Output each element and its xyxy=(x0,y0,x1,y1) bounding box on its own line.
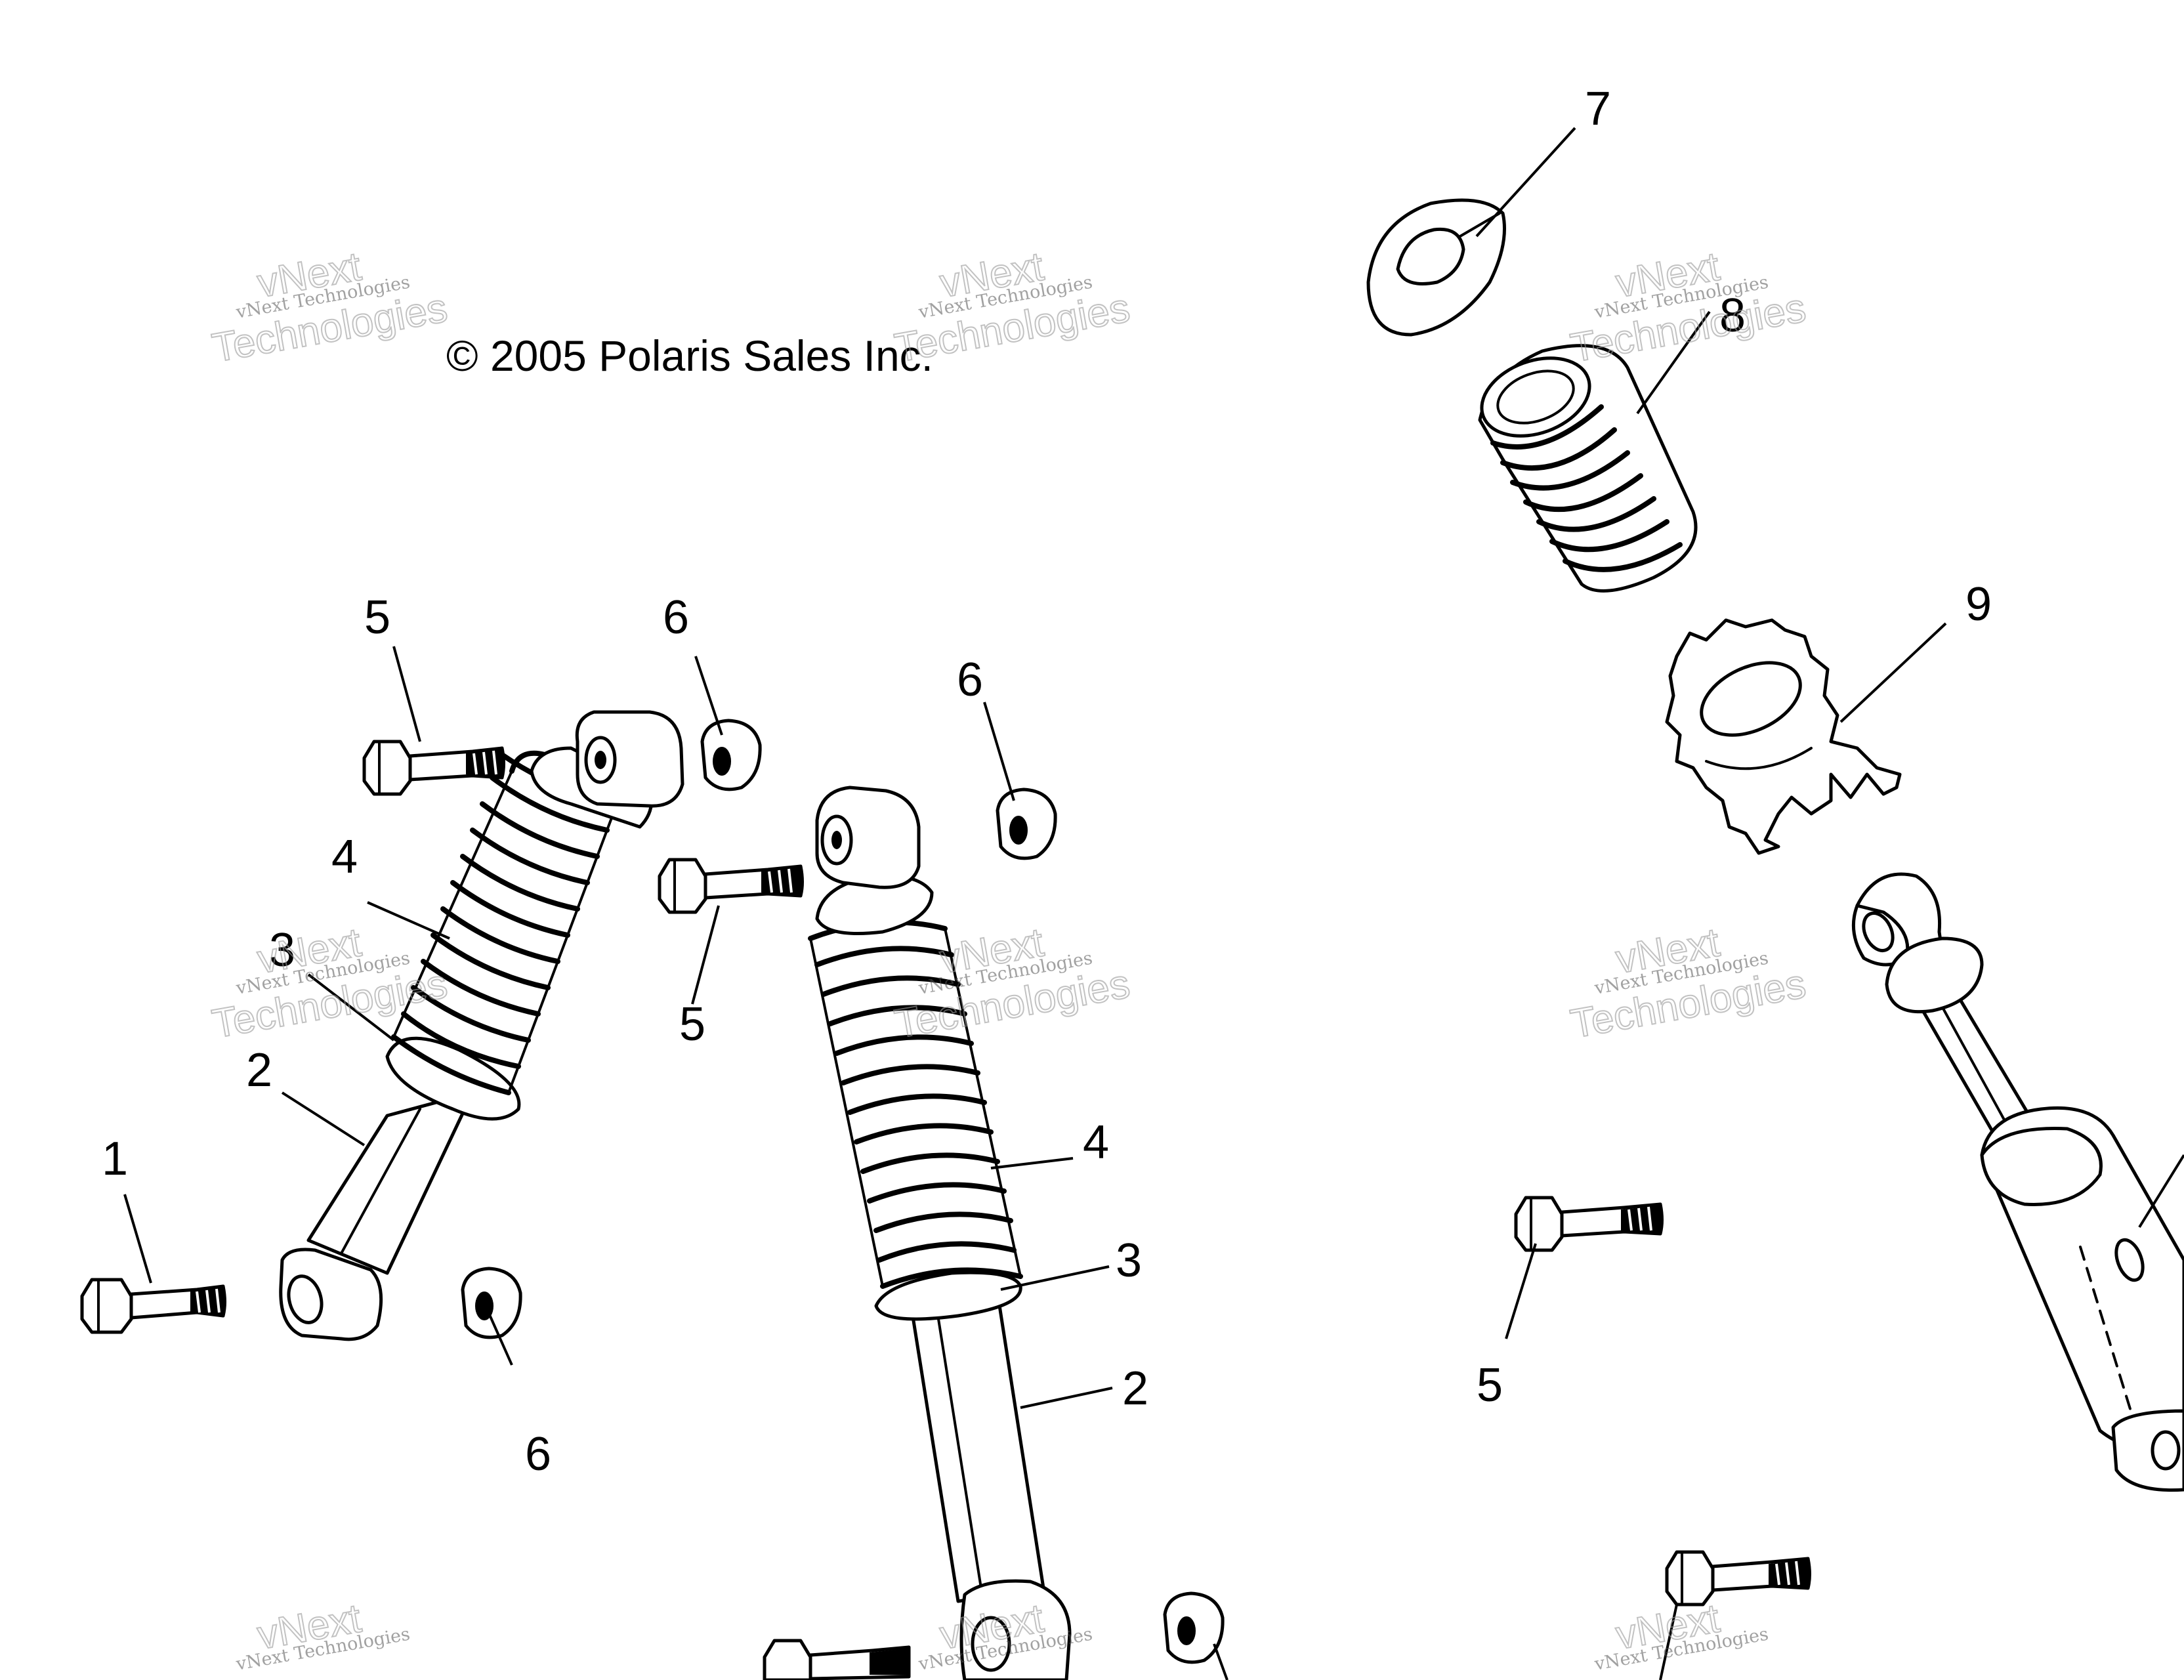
callout-6: 6 xyxy=(957,654,983,706)
callout-3: 3 xyxy=(1116,1234,1142,1287)
bumper-part-8 xyxy=(1478,344,1698,593)
shock-absorber-right xyxy=(1851,872,2184,1492)
nut-bottom-center xyxy=(1163,1591,1225,1664)
callout-labels: 1 2 3 4 5 6 6 5 6 4 3 2 7 8 9 5 xyxy=(102,83,1992,1480)
bolt-part-5-b xyxy=(658,858,804,914)
callout-6: 6 xyxy=(525,1428,551,1480)
watermark-3: vNext vNext Technologies Technologies xyxy=(1566,243,1809,372)
washer-part-7 xyxy=(1366,198,1506,337)
shock-absorber-left xyxy=(279,710,684,1341)
shock-absorber-center xyxy=(808,786,1072,1680)
nut-part-6-c xyxy=(461,1267,522,1339)
nut-part-6-a xyxy=(700,719,762,791)
watermark-4: vNext vNext Technologies Technologies xyxy=(208,919,451,1048)
callout-2: 2 xyxy=(1122,1362,1148,1415)
callout-6: 6 xyxy=(663,591,689,644)
callout-9: 9 xyxy=(1965,578,1992,631)
callout-8: 8 xyxy=(1719,289,1746,342)
watermark-1: vNext vNext Technologies Technologies xyxy=(208,243,451,372)
watermark-7: vNext vNext Technologies xyxy=(234,1595,412,1675)
callout-4: 4 xyxy=(1083,1116,1109,1169)
copyright-notice: © 2005 Polaris Sales Inc. xyxy=(446,331,933,380)
callout-2: 2 xyxy=(246,1044,272,1097)
bolt-part-5-c xyxy=(1514,1196,1664,1252)
callout-5: 5 xyxy=(679,998,705,1051)
callout-7: 7 xyxy=(1585,83,1611,135)
leader-lines xyxy=(123,127,2184,1680)
callout-1: 1 xyxy=(102,1133,128,1185)
bolt-bottom-center xyxy=(763,1639,911,1680)
lockwasher-part-9 xyxy=(1665,618,1902,855)
watermark-2: vNext vNext Technologies Technologies xyxy=(891,243,1133,372)
callout-4: 4 xyxy=(331,831,358,883)
callout-5: 5 xyxy=(1477,1359,1503,1412)
bolt-part-5-a xyxy=(362,740,505,796)
bolt-part-1 xyxy=(80,1278,226,1334)
watermark-6: vNext vNext Technologies Technologies xyxy=(1566,919,1809,1048)
bolt-bottom-right xyxy=(1665,1550,1811,1606)
nut-part-6-b xyxy=(996,788,1057,860)
callout-3: 3 xyxy=(269,924,295,976)
callout-5: 5 xyxy=(364,591,390,644)
